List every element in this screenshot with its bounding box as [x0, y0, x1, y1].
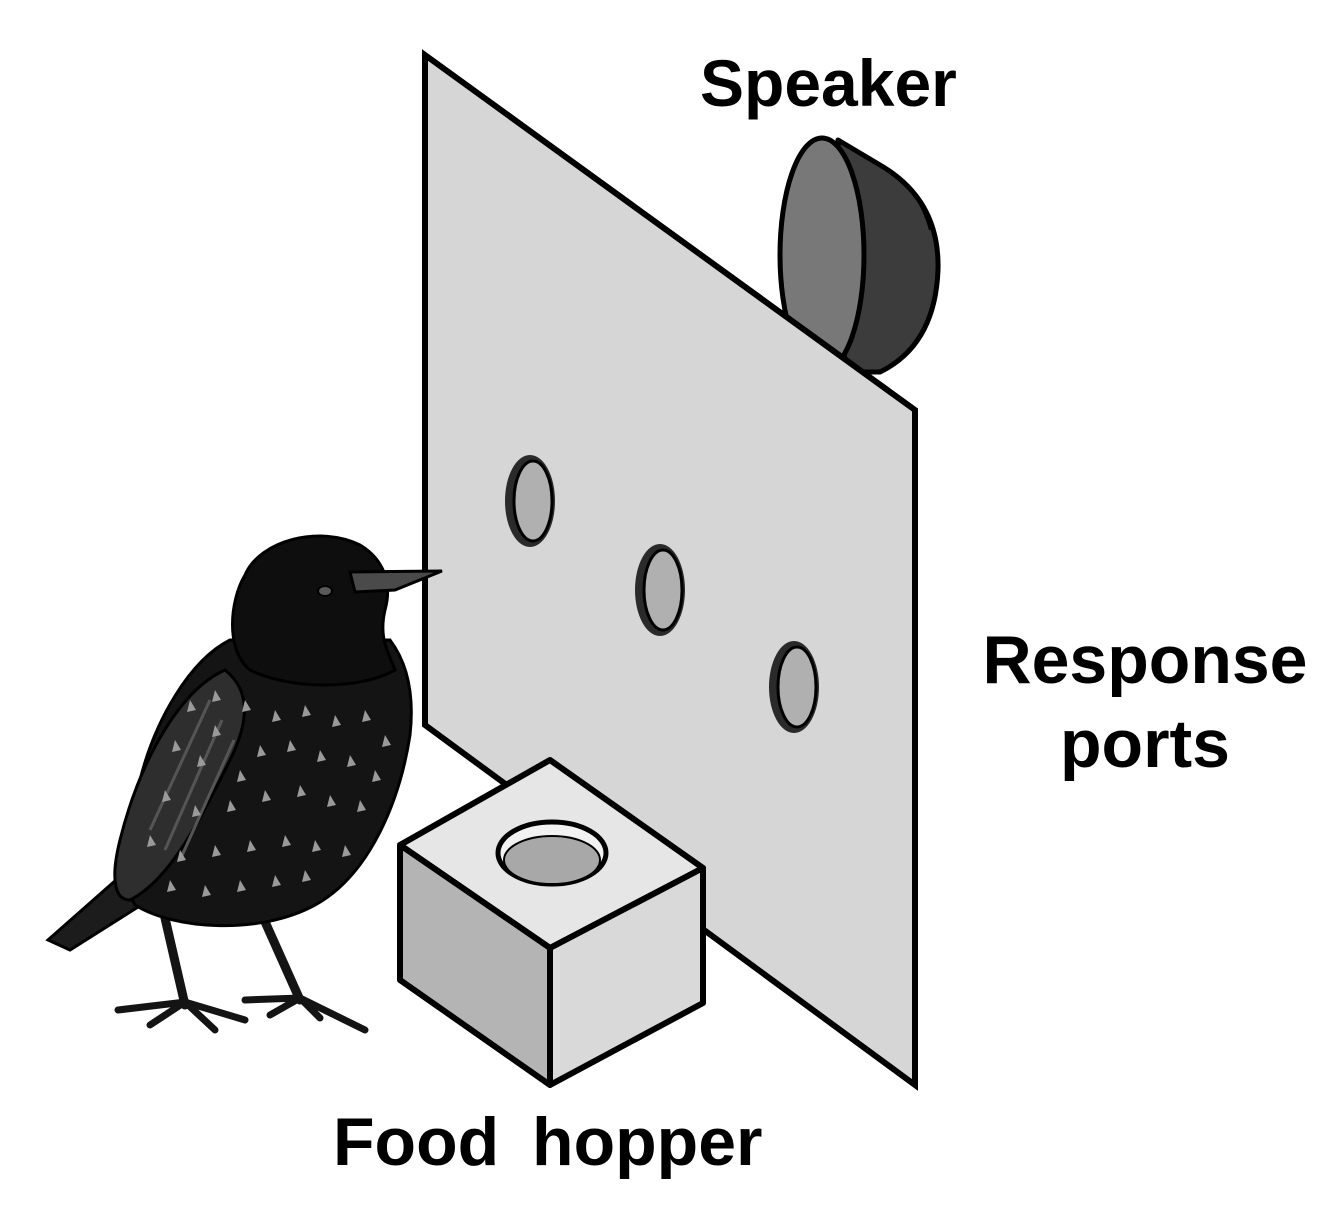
food-hopper-label: Food hopper	[333, 1104, 763, 1180]
bird-spots	[147, 690, 391, 897]
speaker-icon	[777, 135, 941, 375]
bird-wing	[113, 668, 246, 902]
starling-icon	[45, 534, 443, 1034]
response-ports	[505, 455, 819, 733]
response-ports-label-line1: Response	[982, 622, 1308, 698]
bird-eye	[317, 585, 333, 597]
response-ports-label: Response ports	[955, 618, 1335, 786]
response-ports-label-line2: ports	[1060, 706, 1230, 782]
bird-beak	[348, 569, 443, 594]
response-port[interactable]	[635, 544, 685, 636]
hopper-right-face	[547, 865, 706, 1088]
food-hopper-icon	[397, 757, 706, 1088]
speaker-label: Speaker	[700, 46, 957, 120]
response-port[interactable]	[505, 455, 555, 547]
bird-head	[231, 534, 397, 687]
response-port[interactable]	[769, 641, 819, 733]
